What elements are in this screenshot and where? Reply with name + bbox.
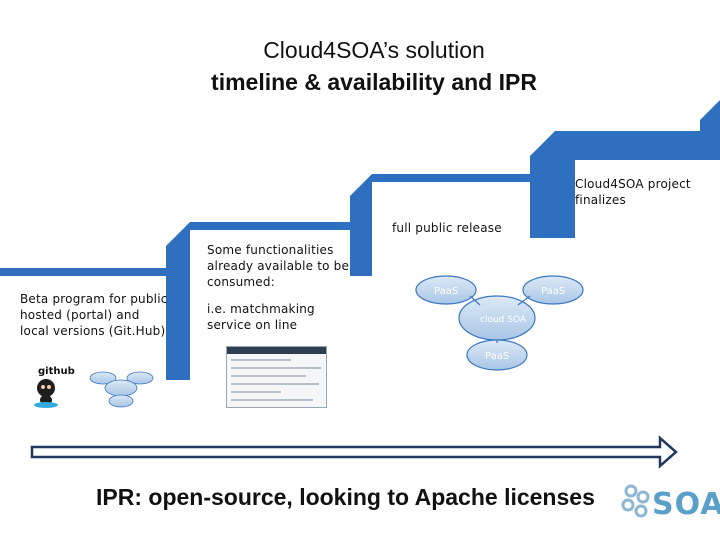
step-beta-text: Beta program for public hosted (portal) … bbox=[20, 292, 168, 338]
step-notch bbox=[530, 131, 555, 156]
screenshot-row bbox=[231, 399, 313, 401]
timeline-arrow bbox=[30, 435, 678, 469]
ipr-statement: IPR: open-source, looking to Apache lice… bbox=[96, 484, 595, 510]
step-notch bbox=[166, 222, 190, 246]
step-matchmaking-text: i.e. matchmaking service on line bbox=[207, 302, 315, 332]
github-octocat-icon bbox=[34, 379, 58, 408]
step-finalizes-text: Cloud4SOA project finalizes bbox=[575, 177, 691, 207]
paas-cloud-label: PaaS bbox=[541, 286, 565, 297]
step-4-face bbox=[555, 135, 575, 238]
github-label: github bbox=[38, 366, 75, 377]
paas-cloud-label: PaaS bbox=[434, 286, 458, 297]
step-notch bbox=[700, 100, 720, 120]
step-full-release-text: full public release bbox=[392, 221, 502, 235]
slide-title: Cloud4SOA’s solution timeline & availabi… bbox=[0, 34, 720, 98]
cloud4soa-logo bbox=[621, 484, 650, 518]
step-4-shape bbox=[555, 100, 720, 160]
screenshot-toolbar bbox=[227, 347, 326, 354]
step-functionalities-text: Some functionalities already available t… bbox=[207, 243, 350, 289]
screenshot-row bbox=[231, 359, 291, 361]
slide-title-line2: timeline & availability and IPR bbox=[211, 69, 537, 95]
cloud4soa-cloud-label: cloud SOA bbox=[480, 315, 527, 325]
screenshot-row bbox=[231, 375, 306, 377]
step-2-shape bbox=[190, 174, 372, 276]
soa-logo-text: SOA bbox=[652, 487, 720, 522]
slide-title-line1: Cloud4SOA’s solution bbox=[263, 37, 485, 63]
matchmaking-screenshot bbox=[226, 346, 327, 408]
paas-cloud-cluster bbox=[415, 275, 584, 371]
paas-cloud-label: PaaS bbox=[485, 351, 509, 362]
screenshot-row bbox=[231, 391, 281, 393]
step-notch bbox=[350, 174, 372, 196]
screenshot-row bbox=[231, 367, 321, 369]
screenshot-row bbox=[231, 383, 319, 385]
small-cloud-cluster bbox=[89, 371, 154, 408]
